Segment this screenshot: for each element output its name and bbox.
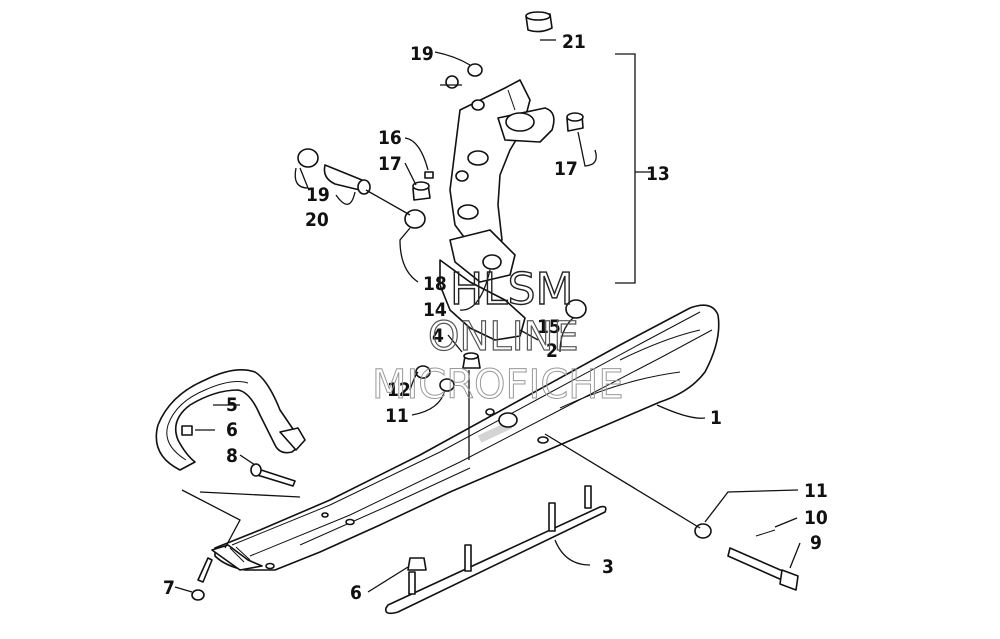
callout-8: 8 (226, 445, 238, 467)
ski (211, 304, 720, 571)
callout-4: 4 (432, 325, 444, 347)
callout-11-left: 11 (385, 405, 409, 427)
callout-18: 18 (423, 273, 447, 295)
callout-19-left: 19 (306, 184, 330, 206)
callout-7: 7 (163, 577, 175, 599)
callout-labels: 21 19 16 17 17 13 19 20 18 14 15 4 2 12 … (163, 31, 828, 604)
callout-6-lower: 6 (350, 582, 362, 604)
watermark-line3: MICROFICHE (372, 362, 624, 408)
callout-5: 5 (226, 394, 238, 416)
callout-17-right: 17 (554, 158, 578, 180)
leader-lines (174, 39, 801, 593)
callout-17-left: 17 (378, 153, 402, 175)
callout-10: 10 (804, 507, 828, 529)
spindle (439, 79, 555, 341)
wear-bar (384, 485, 607, 615)
callout-13: 14 (423, 299, 447, 321)
callout-11-right: 11 (804, 480, 828, 502)
callout-14: 13 (646, 163, 670, 185)
callout-12: 12 (387, 379, 411, 401)
callout-1: 1 (710, 407, 722, 429)
watermark-line2: ONLINE (428, 314, 579, 360)
watermark: HLSM ONLINE MICROFICHE (372, 263, 625, 408)
ski-loop (155, 369, 306, 471)
callout-9: 9 (810, 532, 822, 554)
callout-3: 3 (602, 556, 614, 578)
callout-16: 16 (378, 127, 402, 149)
callout-15: 19 (410, 43, 434, 65)
callout-20: 20 (305, 209, 329, 231)
callout-19-right: 15 (537, 316, 561, 338)
callout-21: 21 (562, 31, 586, 53)
callout-2: 2 (546, 340, 558, 362)
callout-6-upper: 6 (226, 419, 238, 441)
watermark-line1: HLSM (450, 264, 574, 315)
